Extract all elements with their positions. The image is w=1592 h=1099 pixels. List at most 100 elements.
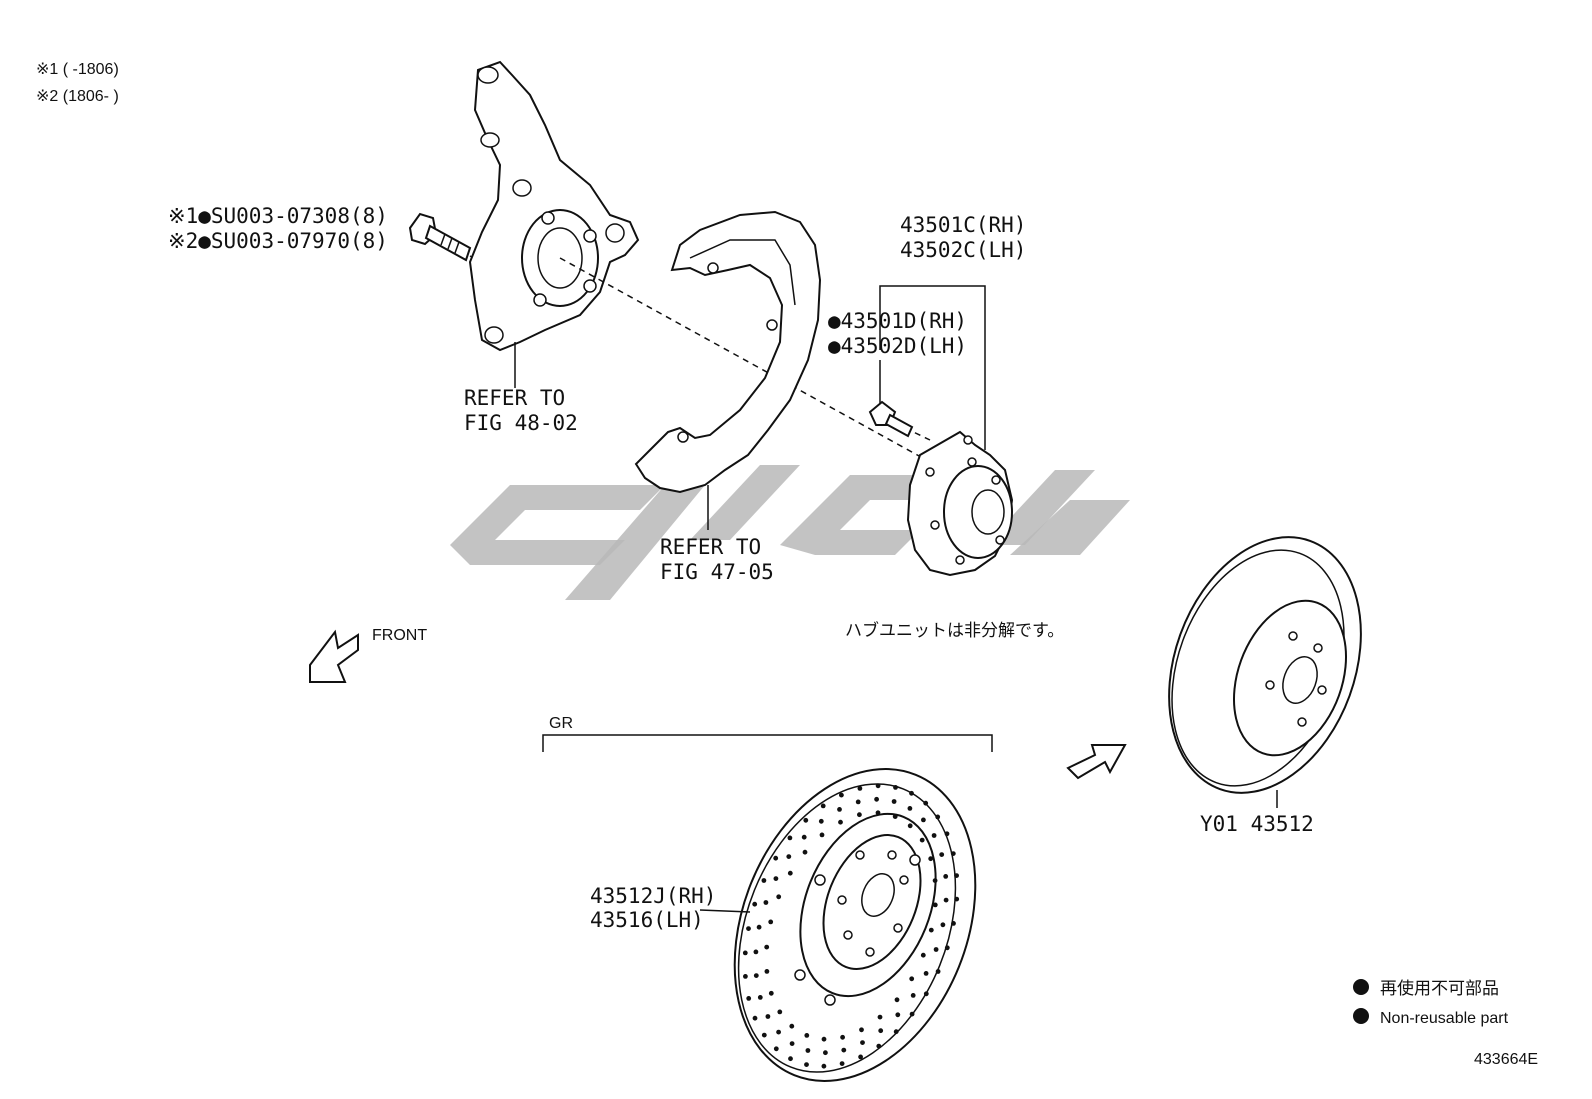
drill-hole: [923, 800, 929, 806]
shield-ref-line1: REFER TO: [660, 535, 761, 559]
drill-hole: [788, 1056, 793, 1062]
hub-bolt-label-lh: ●43502D(LH): [828, 334, 967, 358]
note-2: ※2 (1806- ): [36, 88, 119, 105]
drill-hole: [752, 1015, 758, 1021]
drill-hole: [909, 1011, 915, 1017]
drill-hole: [763, 900, 769, 905]
drill-hole: [821, 1036, 827, 1042]
drill-hole: [746, 996, 752, 1001]
drill-hole: [757, 995, 763, 1000]
front-arrow-icon: [309, 629, 359, 683]
drill-hole: [932, 878, 938, 883]
drill-hole: [777, 1009, 783, 1015]
drill-hole: [773, 876, 779, 881]
drill-hole: [857, 786, 863, 791]
drill-hole: [820, 803, 826, 809]
drill-hole: [950, 851, 956, 856]
drill-hole: [876, 1043, 882, 1049]
note-1: ※1 ( -1806): [36, 61, 119, 78]
drill-hole: [761, 878, 767, 883]
drill-hole: [773, 855, 779, 861]
drill-hole: [921, 817, 926, 823]
drill-hole: [907, 806, 913, 811]
drill-hole: [875, 810, 881, 816]
drill-hole: [928, 856, 934, 862]
drill-hole: [753, 949, 759, 955]
drill-hole: [894, 997, 900, 1003]
legend-dot-icon-2: [1353, 1008, 1369, 1024]
drill-hole: [858, 1054, 863, 1060]
drill-hole: [910, 993, 916, 998]
knuckle-bolt: [408, 212, 472, 262]
drill-hole: [943, 874, 949, 879]
drill-hole: [764, 944, 770, 950]
drill-hole: [920, 952, 926, 958]
drill-hole: [877, 1014, 883, 1020]
drill-hole: [756, 924, 762, 930]
drill-hole: [803, 817, 809, 823]
drill-hole: [943, 897, 949, 903]
drill-hole: [875, 783, 881, 789]
drill-hole: [787, 870, 793, 876]
drill-hole: [907, 823, 913, 829]
drill-hole: [892, 814, 898, 819]
drill-hole: [951, 921, 956, 926]
drill-hole: [935, 814, 941, 820]
bolt-label-1: ※1●SU003-07308(8): [168, 204, 388, 228]
drill-hole: [776, 894, 782, 900]
drill-hole: [909, 976, 915, 982]
watermark-logo: [450, 465, 1130, 600]
drill-hole: [874, 796, 879, 802]
drill-hole: [805, 1048, 811, 1053]
drill-hole: [801, 834, 807, 840]
knuckle-ref-line1: REFER TO: [464, 386, 565, 410]
drill-hole: [804, 1062, 809, 1067]
drill-hole: [923, 991, 929, 997]
drill-hole: [789, 1023, 795, 1029]
drill-hole: [944, 831, 950, 837]
drill-hole: [823, 1050, 828, 1056]
drill-hole: [787, 835, 793, 841]
drill-hole: [786, 854, 792, 859]
legend-jp: 再使用不可部品: [1380, 978, 1499, 999]
drill-hole: [837, 807, 842, 812]
drill-hole: [909, 790, 914, 796]
drill-hole: [928, 927, 934, 933]
drill-hole: [821, 1063, 827, 1069]
drill-hole: [919, 837, 925, 843]
drill-hole: [764, 969, 770, 974]
hub-note-jp: ハブユニットは非分解です。: [845, 620, 1064, 641]
hub-bolt-label-rh: ●43501D(RH): [828, 309, 967, 333]
drill-hole: [761, 1032, 767, 1038]
drill-hole: [765, 1014, 771, 1019]
drill-hole: [954, 873, 959, 878]
drill-hole: [878, 1028, 884, 1034]
drill-hole: [819, 832, 825, 838]
drill-hole: [789, 1041, 795, 1046]
drill-hole: [895, 1012, 901, 1018]
drill-hole: [839, 1061, 845, 1066]
drill-hole: [860, 1040, 865, 1045]
drill-hole: [840, 1034, 845, 1040]
drill-hole: [804, 1033, 810, 1038]
drill-hole: [841, 1047, 847, 1053]
hub-label-lh: 43502C(LH): [900, 238, 1026, 262]
dust-shield: [634, 210, 822, 494]
drill-hole: [933, 947, 939, 952]
drill-hole: [773, 1046, 779, 1052]
drill-hole: [857, 812, 862, 818]
shield-ref-line2: FIG 47-05: [660, 560, 774, 584]
drill-hole: [768, 919, 774, 925]
gr-label: GR: [549, 715, 573, 732]
std-disc-label: Y01 43512: [1200, 812, 1314, 836]
steering-knuckle: [468, 60, 640, 352]
drill-hole: [932, 902, 938, 908]
drill-hole: [753, 973, 759, 978]
drill-hole: [742, 950, 748, 956]
bolt-label-2: ※2●SU003-07970(8): [168, 229, 388, 253]
figure-id: 433664E: [1474, 1051, 1538, 1068]
alternate-arrow-icon: [1066, 744, 1127, 780]
drill-hole: [743, 974, 748, 979]
front-label: FRONT: [372, 627, 427, 644]
